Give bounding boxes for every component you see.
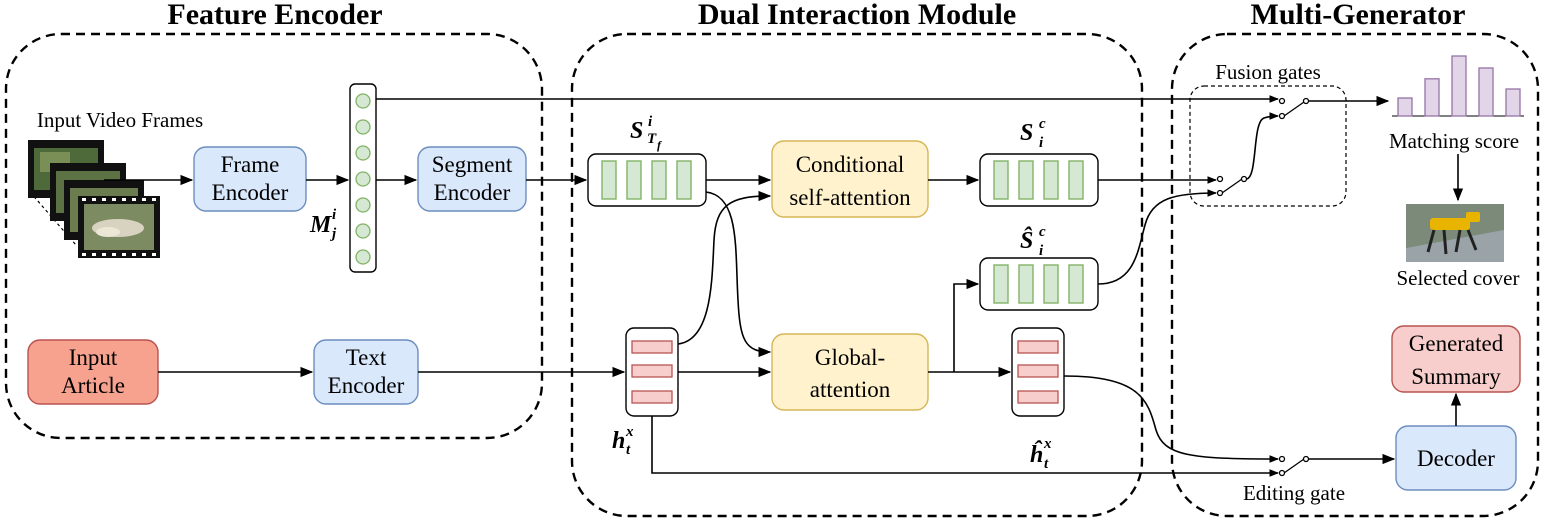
matching-score-bar xyxy=(1478,67,1494,117)
section-title-dual-interaction: Dual Interaction Module xyxy=(698,0,1016,31)
matching-score-label: Matching score xyxy=(1389,129,1519,153)
global-feature-cells xyxy=(993,264,1084,304)
svg-text:i: i xyxy=(1039,135,1044,151)
svg-text:t: t xyxy=(1044,456,1049,472)
fusion-gates-region xyxy=(1189,85,1347,207)
dual-interaction-region xyxy=(570,32,1144,518)
svg-text:c: c xyxy=(1039,116,1046,132)
frame-encoder-label-1: Frame xyxy=(221,152,280,177)
segment-encoder-label-1: Segment xyxy=(432,152,513,177)
svg-text:i: i xyxy=(1039,243,1044,259)
generated-summary-label-1: Generated xyxy=(1409,331,1504,356)
conditional-self-attention-block xyxy=(771,140,929,218)
selected-cover-label: Selected cover xyxy=(1396,266,1519,290)
svg-text:c: c xyxy=(1039,224,1046,240)
frame-feature-cells xyxy=(355,93,371,265)
decoder-label: Decoder xyxy=(1417,446,1495,471)
svg-text:x: x xyxy=(1043,436,1052,452)
var-Shat-i-c: Ŝ c i xyxy=(1020,224,1046,259)
connections xyxy=(104,95,1464,477)
svg-text:i: i xyxy=(332,207,337,223)
conditional-feature-cells xyxy=(993,160,1084,200)
svg-text:T: T xyxy=(647,131,657,147)
svg-text:M: M xyxy=(309,212,333,238)
editing-gate-switch xyxy=(1278,455,1310,477)
var-h-t-x: h x t xyxy=(612,424,634,458)
matching-score-bar xyxy=(1451,55,1467,117)
video-frames-icon xyxy=(28,140,160,258)
svg-text:f: f xyxy=(657,138,662,152)
matching-score-bar xyxy=(1397,97,1413,117)
fusion-gate-switch-bottom xyxy=(1216,175,1248,197)
svg-text:ĥ: ĥ xyxy=(1030,441,1043,468)
svg-text:t: t xyxy=(626,442,631,458)
generated-summary-label-2: Summary xyxy=(1411,364,1501,389)
segment-encoder-label-2: Encoder xyxy=(434,180,511,205)
svg-text:j: j xyxy=(330,226,337,242)
feature-encoder-region xyxy=(4,32,544,440)
selected-cover-image xyxy=(1406,204,1504,262)
segment-encoder-block xyxy=(417,146,527,212)
frame-encoder-block xyxy=(193,146,307,212)
input-article-label-2: Article xyxy=(61,373,125,398)
var-S-Tf-i: S i T f xyxy=(630,114,662,152)
var-hhat-t-x: ĥ x t xyxy=(1030,436,1052,472)
global-attention-label-2: attention xyxy=(810,377,891,402)
matching-score-chart xyxy=(1397,55,1521,117)
fusion-gate-switch-top xyxy=(1278,97,1310,120)
input-video-frames-label: Input Video Frames xyxy=(37,108,203,132)
text-encoder-label-1: Text xyxy=(346,345,387,370)
text-encoder-label-2: Encoder xyxy=(328,373,405,398)
fusion-gates-label: Fusion gates xyxy=(1215,60,1321,84)
svg-text:S: S xyxy=(1020,120,1033,146)
global-attention-label-1: Global- xyxy=(815,345,885,370)
section-title-feature-encoder: Feature Encoder xyxy=(167,0,382,31)
enhanced-text-cells xyxy=(1017,340,1059,404)
frame-encoder-label-2: Encoder xyxy=(212,180,289,205)
svg-text:i: i xyxy=(648,114,653,130)
var-M-ji: M i j xyxy=(309,207,337,242)
generated-summary-block xyxy=(1391,325,1521,393)
svg-text:S: S xyxy=(630,118,643,144)
editing-gate-label: Editing gate xyxy=(1243,481,1345,505)
section-title-multi-generator: Multi-Generator xyxy=(1251,0,1466,31)
svg-text:x: x xyxy=(625,424,634,440)
matching-score-bar xyxy=(1505,88,1521,117)
svg-text:Ŝ: Ŝ xyxy=(1020,227,1033,254)
matching-score-bar xyxy=(1424,78,1440,117)
input-article-label-1: Input xyxy=(69,345,118,370)
multi-generator-region xyxy=(1170,32,1540,518)
conditional-self-attention-label-2: self-attention xyxy=(789,185,911,210)
var-S-i-c: S c i xyxy=(1020,116,1046,151)
text-feature-cells xyxy=(631,340,673,404)
segment-feature-cells xyxy=(601,160,692,200)
svg-text:h: h xyxy=(612,428,625,454)
conditional-self-attention-label-1: Conditional xyxy=(796,152,905,177)
